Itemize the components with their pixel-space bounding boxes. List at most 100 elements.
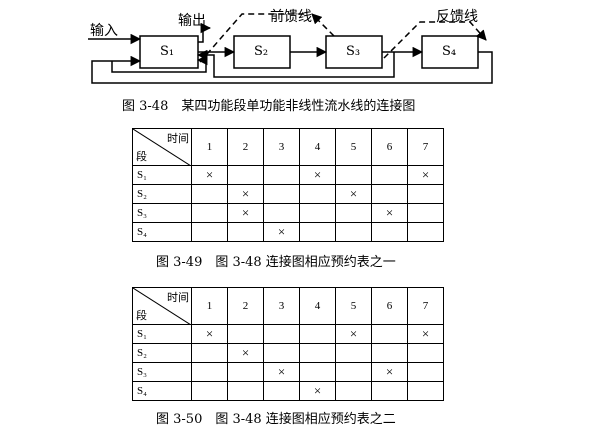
table-row: S₄ × [132, 381, 444, 401]
reservation-cell [335, 222, 372, 242]
column-header: 1 [191, 287, 228, 325]
reservation-mark: × [421, 167, 430, 182]
table-row: S₄× [132, 222, 444, 242]
reservation-cell [335, 165, 372, 185]
column-header: 4 [299, 128, 336, 166]
table-row: S₃ × × [132, 362, 444, 382]
corner-diagonal [133, 288, 191, 325]
table-row: S₂ × [132, 343, 444, 363]
table-row: S₁××× [132, 324, 444, 344]
reservation-cell [227, 362, 264, 382]
table-row: S₁ × × × [132, 165, 444, 185]
reservation-cell [263, 381, 300, 401]
column-header: 4 [299, 287, 336, 325]
reservation-cell: × [299, 381, 336, 401]
reservation-cell [191, 184, 228, 204]
reservation-cell [335, 203, 372, 223]
reservation-mark: × [277, 364, 286, 379]
column-header: 2 [227, 128, 264, 166]
reservation-cell: × [263, 222, 300, 242]
reservation-cell [335, 343, 372, 363]
feedforward-dashed-line [199, 13, 308, 63]
column-header: 6 [371, 287, 408, 325]
reservation-cell [227, 222, 264, 242]
reservation-cell [371, 165, 408, 185]
reservation-cell: × [407, 324, 444, 344]
column-header: 3 [263, 287, 300, 325]
reservation-cell [299, 184, 336, 204]
reservation-mark: × [241, 345, 250, 360]
reservation-mark: × [385, 364, 394, 379]
reservation-cell [263, 184, 300, 204]
reservation-cell [371, 184, 408, 204]
reservation-mark: × [385, 205, 394, 220]
table-header-corner: 时间 段 [132, 128, 192, 166]
reservation-table-1: 时间 段 1 2 3 4 5 6 7 S₁×××S₂××S₃××S₄× [132, 128, 444, 242]
reservation-cell [407, 222, 444, 242]
reservation-cell [371, 343, 408, 363]
reservation-mark: × [241, 205, 250, 220]
input-label: 输入 [90, 23, 118, 39]
reservation-mark: × [421, 326, 430, 341]
column-header: 3 [263, 128, 300, 166]
row-stage-label: S₄ [132, 381, 192, 401]
reservation-cell: × [335, 324, 372, 344]
reservation-mark: × [277, 224, 286, 239]
reservation-cell [191, 343, 228, 363]
reservation-mark: × [241, 186, 250, 201]
row-stage-label: S₃ [132, 362, 192, 382]
corner-diagonal [133, 129, 191, 166]
table-row: S₃ × × [132, 203, 444, 223]
pipeline-diagram [88, 13, 493, 84]
row-stage-label: S₁ [132, 165, 192, 185]
reservation-cell: × [371, 203, 408, 223]
row-stage-label: S₁ [132, 324, 192, 344]
reservation-mark: × [313, 167, 322, 182]
column-header: 1 [191, 128, 228, 166]
reservation-cell [407, 203, 444, 223]
inner-feedback-line [196, 49, 395, 78]
column-header: 6 [371, 128, 408, 166]
header-time-label: 时间 [167, 292, 189, 304]
header-segment-label: 段 [136, 310, 147, 322]
stage-label-s4: S₄ [442, 44, 457, 59]
reservation-cell [263, 165, 300, 185]
row-stage-label: S₂ [132, 343, 192, 363]
reservation-cell [191, 362, 228, 382]
reservation-cell [299, 222, 336, 242]
s1-lower-line [111, 54, 208, 73]
reservation-cell [407, 343, 444, 363]
reservation-cell [407, 381, 444, 401]
reservation-cell [407, 362, 444, 382]
reservation-cell [299, 362, 336, 382]
reservation-cell [335, 381, 372, 401]
feedforward-label: 前馈线 [270, 9, 312, 25]
reservation-cell [227, 324, 264, 344]
feedback-dashed-line [383, 21, 487, 59]
figure-caption-3-49: 图 3-49 图 3-48 连接图相应预约表之一 [156, 255, 396, 270]
output-label: 输出 [178, 13, 206, 29]
reservation-cell [263, 343, 300, 363]
table-header-corner: 时间 段 [132, 287, 192, 325]
row-stage-label: S₃ [132, 203, 192, 223]
feedforward-dashed-arrow [311, 13, 335, 37]
column-header: 7 [407, 128, 444, 166]
reservation-mark: × [313, 383, 322, 398]
reservation-cell [371, 222, 408, 242]
column-header: 2 [227, 287, 264, 325]
reservation-cell [227, 165, 264, 185]
reservation-cell [191, 381, 228, 401]
column-header: 5 [335, 287, 372, 325]
reservation-mark: × [349, 186, 358, 201]
reservation-cell [299, 343, 336, 363]
reservation-cell: × [227, 184, 264, 204]
reservation-cell [371, 381, 408, 401]
reservation-cell: × [407, 165, 444, 185]
feedback-label: 反馈线 [436, 9, 478, 25]
reservation-table-2: 时间 段 1 2 3 4 5 6 7 S₁×××S₂×S₃××S₄× [132, 287, 444, 401]
reservation-cell [227, 381, 264, 401]
reservation-cell: × [371, 362, 408, 382]
reservation-cell: × [227, 343, 264, 363]
reservation-mark: × [205, 167, 214, 182]
reservation-cell: × [335, 184, 372, 204]
